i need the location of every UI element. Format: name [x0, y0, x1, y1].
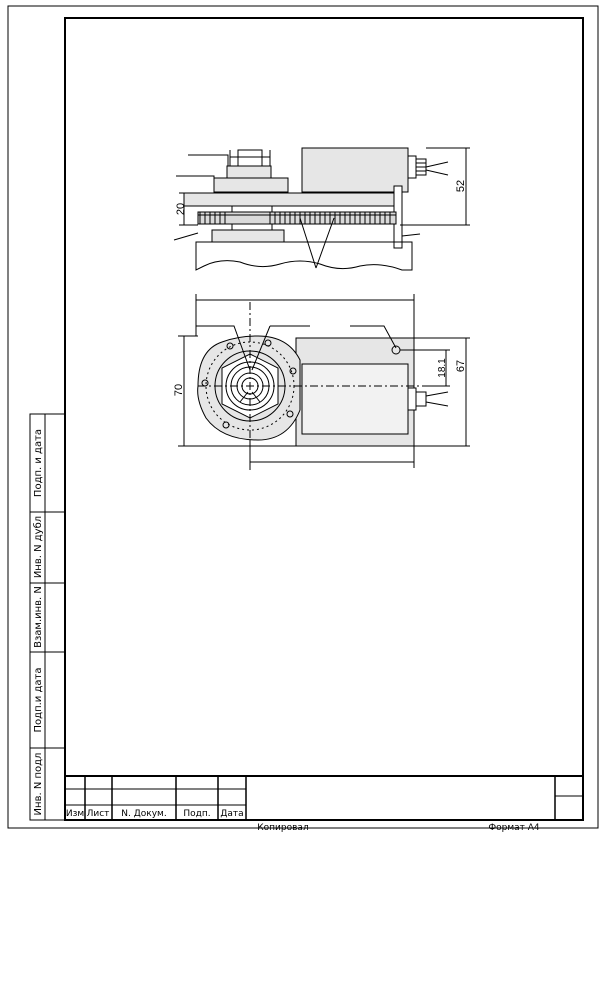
title-col-doc: N. Докум. — [121, 809, 166, 819]
dimension-18-1: 18.1 — [437, 358, 448, 378]
title-col-izm: Изм — [66, 809, 84, 819]
motor-body — [301, 147, 409, 193]
side-view-drawing — [173, 147, 470, 271]
dimension-70: 70 — [173, 384, 185, 396]
base — [195, 241, 413, 271]
format-label: Формат А4 — [488, 823, 540, 833]
side-strip-label-4: Подп.и дата — [33, 668, 44, 733]
side-strip-label-2: Инв. N дубл — [33, 516, 44, 578]
side-strip-label-3: Взам.инв. N — [33, 586, 44, 648]
title-col-date: Дата — [220, 809, 243, 819]
mounting-plate — [183, 192, 403, 207]
side-strip — [29, 413, 66, 821]
dimension-67: 67 — [455, 360, 467, 372]
plan-view-drawing — [178, 294, 470, 470]
copied-label: Копировал — [257, 823, 308, 833]
gear — [197, 211, 397, 225]
title-col-list: Лист — [87, 809, 110, 819]
side-strip-label-5: Инв. N подл — [33, 753, 44, 816]
dimension-52: 52 — [455, 180, 467, 192]
title-col-sign: Подп. — [183, 809, 210, 819]
dimension-20: 20 — [175, 203, 187, 215]
outer-frame — [7, 5, 599, 829]
side-strip-label-1: Подп. и дата — [33, 429, 44, 497]
title-block — [65, 775, 583, 820]
